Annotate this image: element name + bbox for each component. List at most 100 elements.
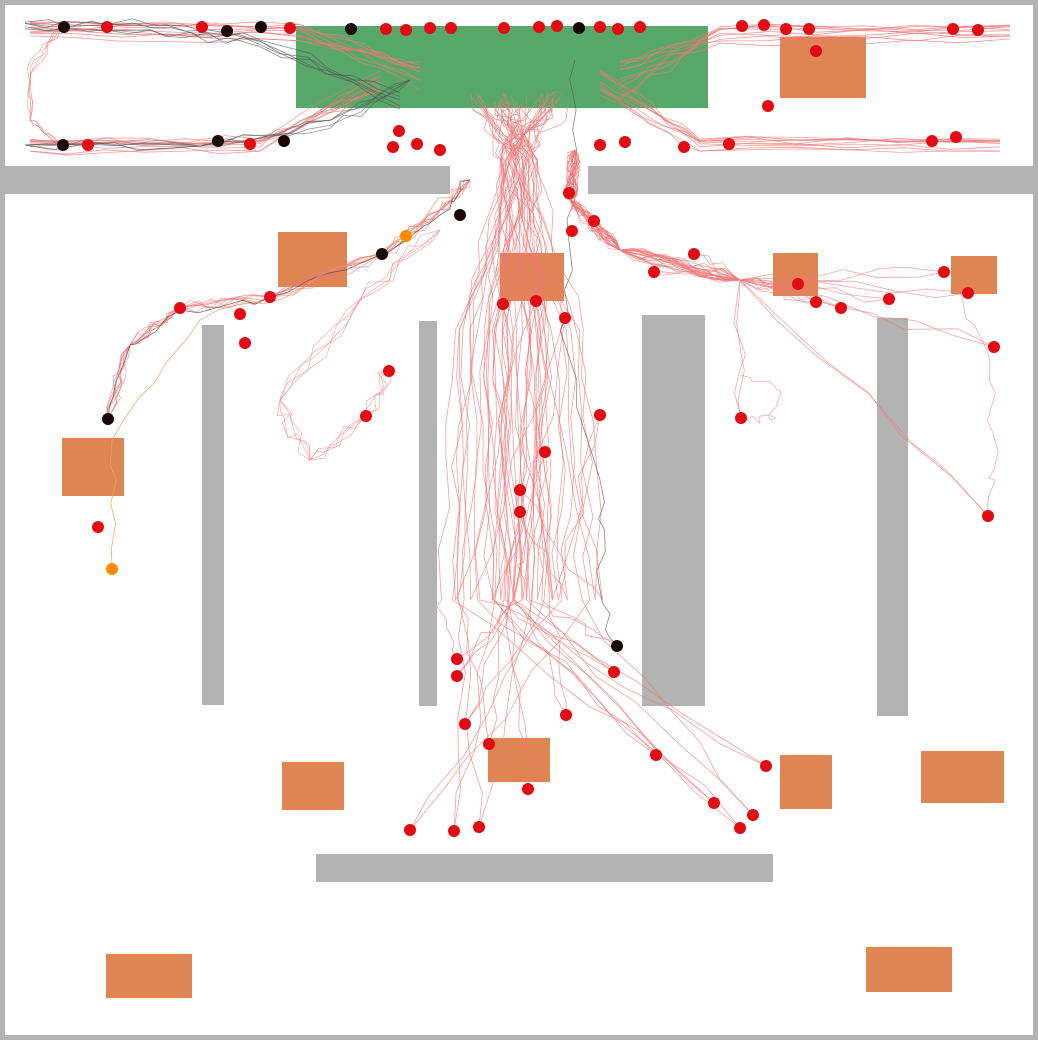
agent-red [608,666,620,678]
obstacle [488,738,550,782]
agent-red [982,510,994,522]
trajectory [24,26,401,97]
agent-red [451,653,463,665]
agent-red [648,266,660,278]
agent-red [498,22,510,34]
trajectory [460,95,566,601]
agent-black [611,640,623,652]
trajectory [959,289,999,517]
trajectory [619,24,1011,83]
agent-black [57,139,69,151]
agent-red [566,225,578,237]
trajectory [599,94,1001,143]
interior-wall [877,318,908,716]
interior-wall [642,315,705,706]
agent-red [594,409,606,421]
trajectory [559,59,618,647]
agent-black [102,413,114,425]
trajectory [24,27,401,101]
agent-red [82,139,94,151]
agent-red [780,23,792,35]
agent-red [522,783,534,795]
trajectory [599,87,1001,147]
agent-red [762,100,774,112]
trajectory [563,149,989,517]
agent-red [497,298,509,310]
goal-zone [296,26,708,108]
trajectory [106,179,471,420]
agent-red [736,20,748,32]
outer-wall [1033,0,1038,1040]
agent-red [619,136,631,148]
agent-red [383,365,395,377]
agent-red [284,22,296,34]
agent-red [747,809,759,821]
agent-red [810,296,822,308]
trajectory [566,149,989,517]
agent-black [573,22,585,34]
trajectory [569,149,745,419]
agent-red [387,141,399,153]
trajectory [464,106,516,725]
outer-wall [0,1035,1038,1040]
agent-red [835,302,847,314]
agent-red [530,295,542,307]
trajectory [508,99,741,829]
trajectory [474,105,657,756]
trajectory [469,95,542,601]
agent-red [239,337,251,349]
agent-red [950,131,962,143]
trajectory [29,33,420,63]
agent-red [244,138,256,150]
interior-wall [202,325,224,705]
agent-red [404,824,416,836]
trajectory [107,179,471,420]
interior-wall [419,321,437,706]
trajectory [517,105,601,601]
agent-red [234,308,246,320]
agent-black [58,21,70,33]
obstacle [780,37,866,98]
agent-red [92,521,104,533]
obstacle [106,954,192,998]
agent-red [483,738,495,750]
agent-red [947,23,959,35]
trajectory [527,93,598,601]
trajectory [452,93,544,601]
trajectory [29,30,421,68]
trajectory [107,179,471,420]
trajectory [619,32,1011,97]
trajectory [453,106,519,832]
trajectory [492,104,566,601]
agent-red [810,45,822,57]
agent-red [473,821,485,833]
agent-red [380,23,392,35]
agent-red [688,248,700,260]
agent-red [514,506,526,518]
trajectory [29,76,381,156]
agent-red [758,19,770,31]
trajectory [456,94,562,660]
obstacle [780,755,832,809]
agent-red [988,341,1000,353]
agent-orange [106,563,118,575]
zones-layer [62,26,1004,998]
agent-orange [400,230,412,242]
trajectory [500,101,548,601]
obstacle [62,438,124,496]
agent-black [278,135,290,147]
agent-red [634,21,646,33]
trajectory [599,89,1001,152]
agent-red [539,446,551,458]
agent-red [678,141,690,153]
trajectory [599,72,1001,145]
agent-red [360,410,372,422]
trajectory [599,70,1001,143]
outer-wall [0,0,1038,5]
obstacle [951,256,997,294]
trajectory [29,74,381,149]
trajectory [502,103,554,601]
obstacle [866,947,952,992]
agent-red [514,484,526,496]
